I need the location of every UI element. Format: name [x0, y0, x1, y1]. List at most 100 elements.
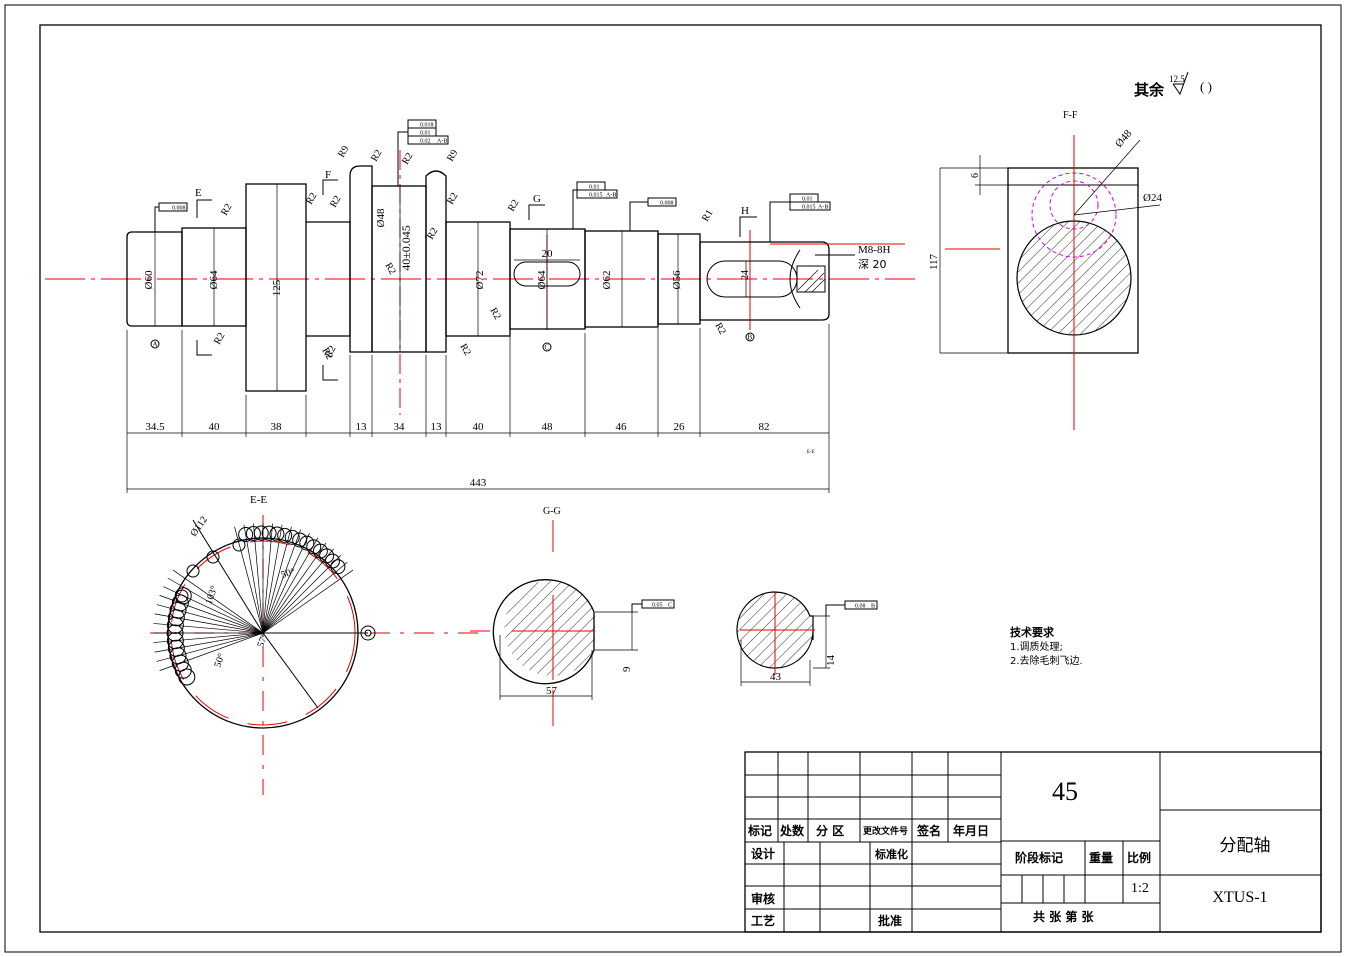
svg-text:A-B: A-B [437, 139, 447, 145]
svg-text:46: 46 [616, 421, 628, 433]
technical-requirements: 技术要求 1.调质处理; 2.去除毛刺飞边. [1010, 625, 1083, 667]
svg-text:2.去除毛刺飞边.: 2.去除毛刺飞边. [1010, 654, 1083, 667]
svg-text:G-G: G-G [543, 506, 561, 517]
svg-text:14: 14 [825, 655, 837, 667]
svg-text:26: 26 [674, 421, 686, 433]
svg-text:Ø64: Ø64 [208, 270, 220, 289]
svg-text:0.008: 0.008 [660, 201, 674, 207]
svg-text:R2: R2 [328, 194, 343, 210]
svg-text:40: 40 [209, 421, 221, 433]
svg-text:0.018: 0.018 [420, 123, 434, 129]
svg-text:E-E: E-E [807, 450, 815, 455]
svg-text:C: C [668, 603, 672, 609]
svg-text:A-B: A-B [606, 193, 616, 199]
svg-text:设计: 设计 [751, 846, 775, 861]
drawing-border [39, 24, 1322, 933]
svg-text:比例: 比例 [1127, 850, 1151, 865]
svg-text:125: 125 [271, 279, 283, 296]
svg-text:标准化: 标准化 [874, 847, 908, 861]
svg-text:M8-8H: M8-8H [858, 244, 890, 256]
svg-text:( ): ( ) [1200, 79, 1212, 94]
svg-text:50°: 50° [280, 567, 296, 581]
outer-frame [4, 4, 1342, 953]
svg-text:0.05: 0.05 [652, 603, 663, 609]
main-shaft-view: Ø60 Ø64 125 Ø48 40±0.045 Ø72 Ø64 Ø62 Ø56… [45, 119, 915, 493]
svg-text:分配轴: 分配轴 [1220, 836, 1271, 856]
svg-text:13: 13 [431, 421, 443, 433]
svg-text:34.5: 34.5 [145, 421, 165, 433]
svg-text:40: 40 [473, 421, 485, 433]
svg-text:50°: 50° [212, 652, 227, 669]
svg-text:45: 45 [1052, 777, 1078, 806]
svg-text:0.008: 0.008 [172, 206, 186, 212]
svg-text:443: 443 [470, 477, 487, 489]
svg-text:R2: R2 [382, 261, 397, 277]
svg-text:阶段标记: 阶段标记 [1015, 850, 1063, 865]
svg-text:R2: R2 [212, 331, 227, 347]
svg-text:R9: R9 [336, 144, 351, 160]
svg-text:技术要求: 技术要求 [1010, 625, 1055, 639]
svg-text:9: 9 [621, 666, 633, 672]
svg-text:H: H [741, 205, 749, 217]
svg-text:处数: 处数 [779, 823, 805, 838]
svg-text:43: 43 [770, 671, 782, 683]
section-ee-view: E-E Ø112 103° 50° 50° 57° [150, 494, 478, 795]
svg-text:共 张 第 张: 共 张 第 张 [1033, 909, 1095, 924]
svg-text:R2: R2 [585, 372, 597, 383]
svg-text:审核: 审核 [751, 891, 775, 906]
svg-text:117: 117 [928, 253, 940, 270]
svg-text:R2: R2 [425, 226, 440, 242]
svg-text:Ø64: Ø64 [536, 270, 548, 289]
svg-text:C: C [545, 344, 550, 352]
svg-text:20: 20 [542, 248, 554, 260]
svg-text:A-B: A-B [818, 205, 828, 211]
svg-text:其余: 其余 [1134, 81, 1165, 99]
svg-text:1:2: 1:2 [1131, 881, 1149, 896]
svg-text:R2: R2 [712, 321, 727, 337]
section-ff-view: F-F Ø48 Ø24 6 117 [928, 110, 1162, 430]
svg-text:0.01: 0.01 [589, 185, 600, 191]
svg-text:103°: 103° [203, 584, 220, 606]
svg-text:57: 57 [546, 685, 558, 697]
section-gg-view: G-G 57 9 0.05 C [470, 506, 675, 726]
svg-text:分 区: 分 区 [816, 823, 844, 838]
svg-text:R2: R2 [400, 151, 415, 167]
svg-text:Ø72: Ø72 [474, 271, 486, 290]
svg-text:0.02: 0.02 [420, 139, 431, 145]
svg-text:R2: R2 [506, 198, 521, 214]
svg-text:Ø48: Ø48 [375, 208, 387, 227]
svg-text:B: B [748, 334, 753, 342]
svg-text:R2: R2 [219, 202, 234, 218]
svg-text:Ø24: Ø24 [1143, 192, 1162, 204]
svg-text:1.调质处理;: 1.调质处理; [1010, 641, 1063, 653]
svg-text:G: G [533, 193, 541, 205]
svg-text:E: E [195, 187, 202, 199]
svg-text:R2: R2 [487, 306, 502, 322]
svg-text:24: 24 [740, 270, 751, 280]
title-block: 45 分配轴 XTUS-1 1:2 标记 处数 分 区 更改文件号 签名 年月日… [744, 751, 1322, 933]
svg-text:工艺: 工艺 [751, 913, 775, 928]
svg-text:B: B [871, 604, 875, 610]
svg-text:34: 34 [394, 421, 406, 433]
svg-text:R2: R2 [369, 148, 384, 164]
svg-text:0.08: 0.08 [855, 604, 866, 610]
svg-text:Ø56: Ø56 [671, 270, 683, 289]
svg-text:批准: 批准 [878, 913, 902, 928]
svg-text:48: 48 [542, 421, 554, 433]
svg-text:A: A [153, 341, 158, 349]
svg-text:标记: 标记 [747, 823, 772, 838]
svg-text:0.01: 0.01 [420, 131, 431, 137]
svg-text:R2: R2 [323, 344, 338, 360]
svg-text:R2: R2 [304, 191, 319, 207]
svg-text:Ø60: Ø60 [143, 270, 155, 289]
svg-text:38: 38 [271, 421, 283, 433]
svg-text:更改文件号: 更改文件号 [863, 825, 908, 837]
svg-text:Ø48: Ø48 [1113, 127, 1135, 150]
svg-text:R1: R1 [700, 208, 715, 224]
surface-note: 其余 12.5 ( ) [1134, 71, 1212, 99]
svg-text:13: 13 [356, 421, 368, 433]
svg-text:0.015: 0.015 [802, 205, 816, 211]
section-key2-view: 43 14 0.08 B [736, 591, 878, 686]
svg-text:签名: 签名 [916, 823, 941, 838]
